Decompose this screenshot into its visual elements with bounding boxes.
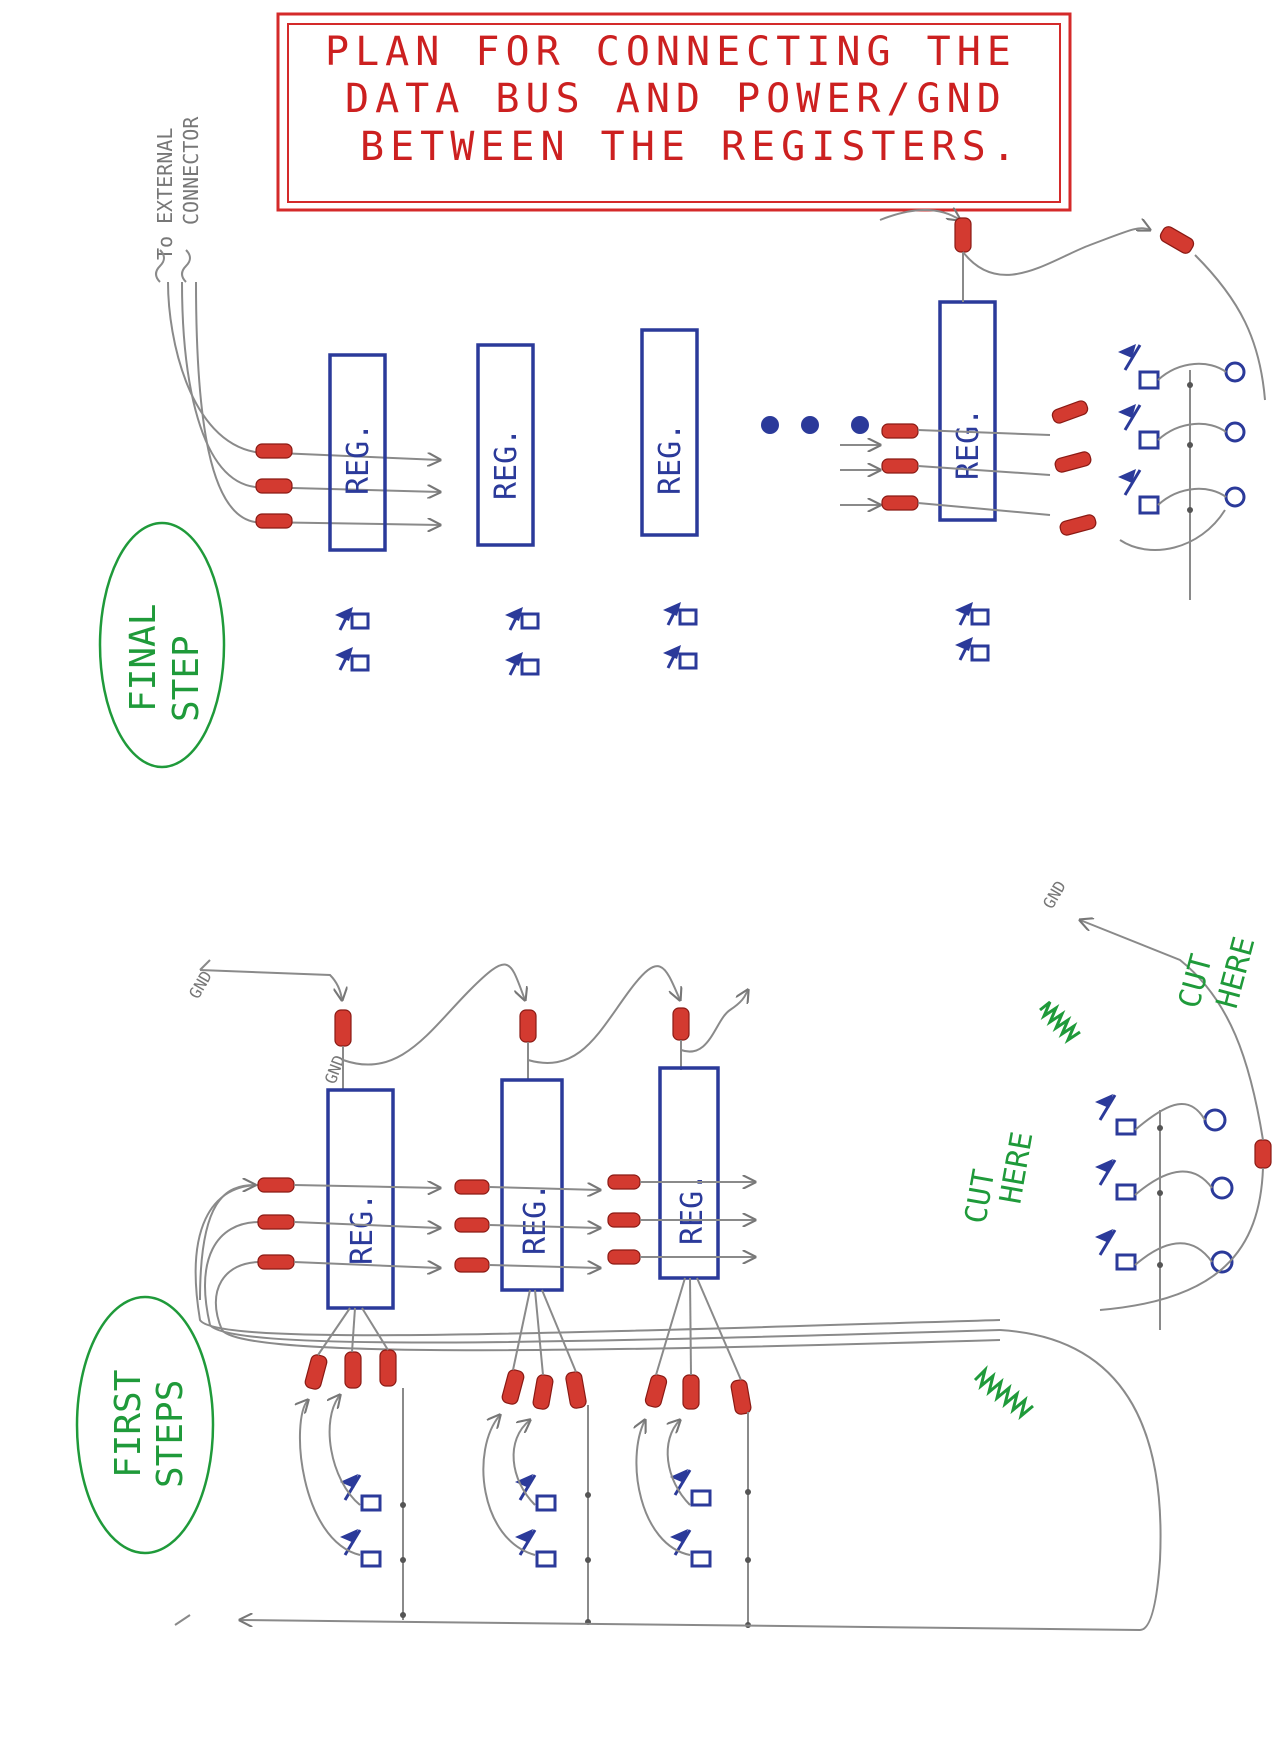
first-switches (340, 1469, 712, 1568)
title-line-2: DATA BUS AND POWER/GND (345, 76, 1007, 122)
first-steps-section: GND GND GND REG. REG. REG. (75, 877, 1272, 1632)
final-step-line-1: FINAL (123, 604, 164, 712)
reg-label: REG. (345, 1193, 380, 1265)
reg-label: REG. (653, 423, 688, 495)
first-steps-oval (75, 1295, 215, 1555)
title-line-1: PLAN FOR CONNECTING THE (325, 29, 1017, 75)
gnd-label: GND (185, 967, 216, 1002)
external-connector-label: To EXTERNAL CONNECTOR (153, 116, 203, 283)
cut-here-top-2: HERE (1210, 933, 1263, 1012)
first-steps-line-2: STEPS (150, 1380, 191, 1488)
final-switches (335, 602, 990, 676)
title-box: PLAN FOR CONNECTING THE DATA BUS AND POW… (276, 12, 1072, 212)
gnd-label: GND (321, 1053, 349, 1087)
to-external-label: To EXTERNAL (153, 128, 177, 260)
final-step-line-2: STEP (166, 635, 207, 722)
gnd-label: GND (1039, 877, 1070, 912)
title-line-3: BETWEEN THE REGISTERS. (360, 124, 1022, 170)
connector-label: CONNECTOR (179, 116, 203, 225)
cut-here-mid-2: HERE (993, 1129, 1040, 1206)
reg-label: REG. (489, 428, 524, 500)
first-steps-line-1: FIRST (108, 1370, 149, 1478)
reg-label: REG. (341, 423, 376, 495)
reg-label: REG. (518, 1183, 553, 1255)
final-step-oval (98, 521, 226, 769)
final-step-section: REG. REG. REG. REG. (98, 210, 1266, 769)
reg-label: REG. (675, 1173, 710, 1245)
